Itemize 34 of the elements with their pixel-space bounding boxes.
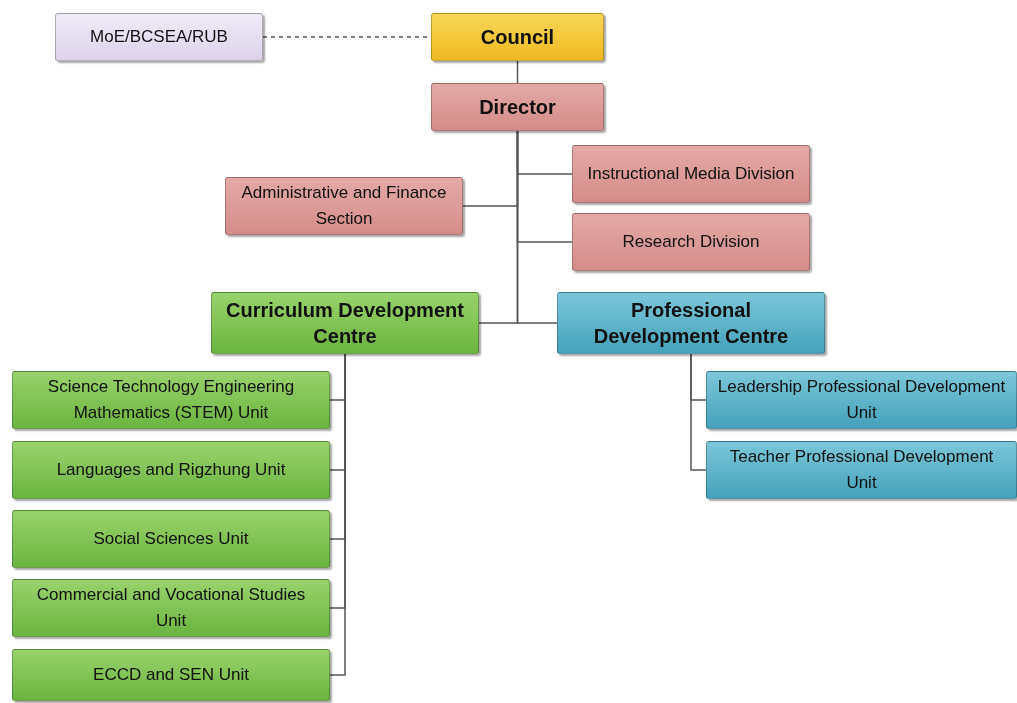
- centre-box: [557, 292, 825, 354]
- unit-box: [12, 579, 330, 637]
- connector-line: [516, 130, 558, 324]
- unit-box: [12, 510, 330, 568]
- authority-box: [55, 13, 263, 61]
- division-box: [572, 213, 810, 271]
- label-text: Teacher Professional Development Unit: [728, 446, 995, 494]
- unit-box: [12, 649, 330, 701]
- heading-text: Council: [480, 25, 555, 50]
- director-box: [431, 83, 604, 131]
- label-text: MoE/BCSEA/RUB: [90, 26, 228, 48]
- unit-box: [706, 371, 1017, 429]
- division-box: [572, 145, 810, 203]
- label-text: Science Technology Engineering Mathematics (STEM) Unit: [46, 376, 296, 424]
- unit-box: [706, 441, 1017, 499]
- label-text: Commercial and Vocational Studies Unit: [35, 584, 307, 632]
- label-text: Languages and Rigzhung Unit: [56, 459, 286, 481]
- label-text: Instructional Media Division: [587, 163, 795, 185]
- heading-text: Director: [479, 95, 556, 120]
- label-text: Administrative and Finance Section: [240, 182, 448, 230]
- label-text: Leadership Professional Development Unit: [716, 376, 1007, 424]
- connector-line: [329, 353, 346, 676]
- unit-box: [12, 371, 330, 429]
- label-text: Social Sciences Unit: [93, 528, 249, 550]
- heading-text: Curriculum Development Centre: [225, 298, 465, 349]
- heading-text: Professional Development Centre: [592, 298, 790, 349]
- council-box: [431, 13, 604, 61]
- connector-line: [690, 353, 707, 471]
- centre-box: [211, 292, 479, 354]
- connector-line: [516, 60, 519, 84]
- section-box: [225, 177, 463, 235]
- unit-box: [12, 441, 330, 499]
- label-text: Research Division: [622, 231, 760, 253]
- label-text: ECCD and SEN Unit: [93, 664, 249, 686]
